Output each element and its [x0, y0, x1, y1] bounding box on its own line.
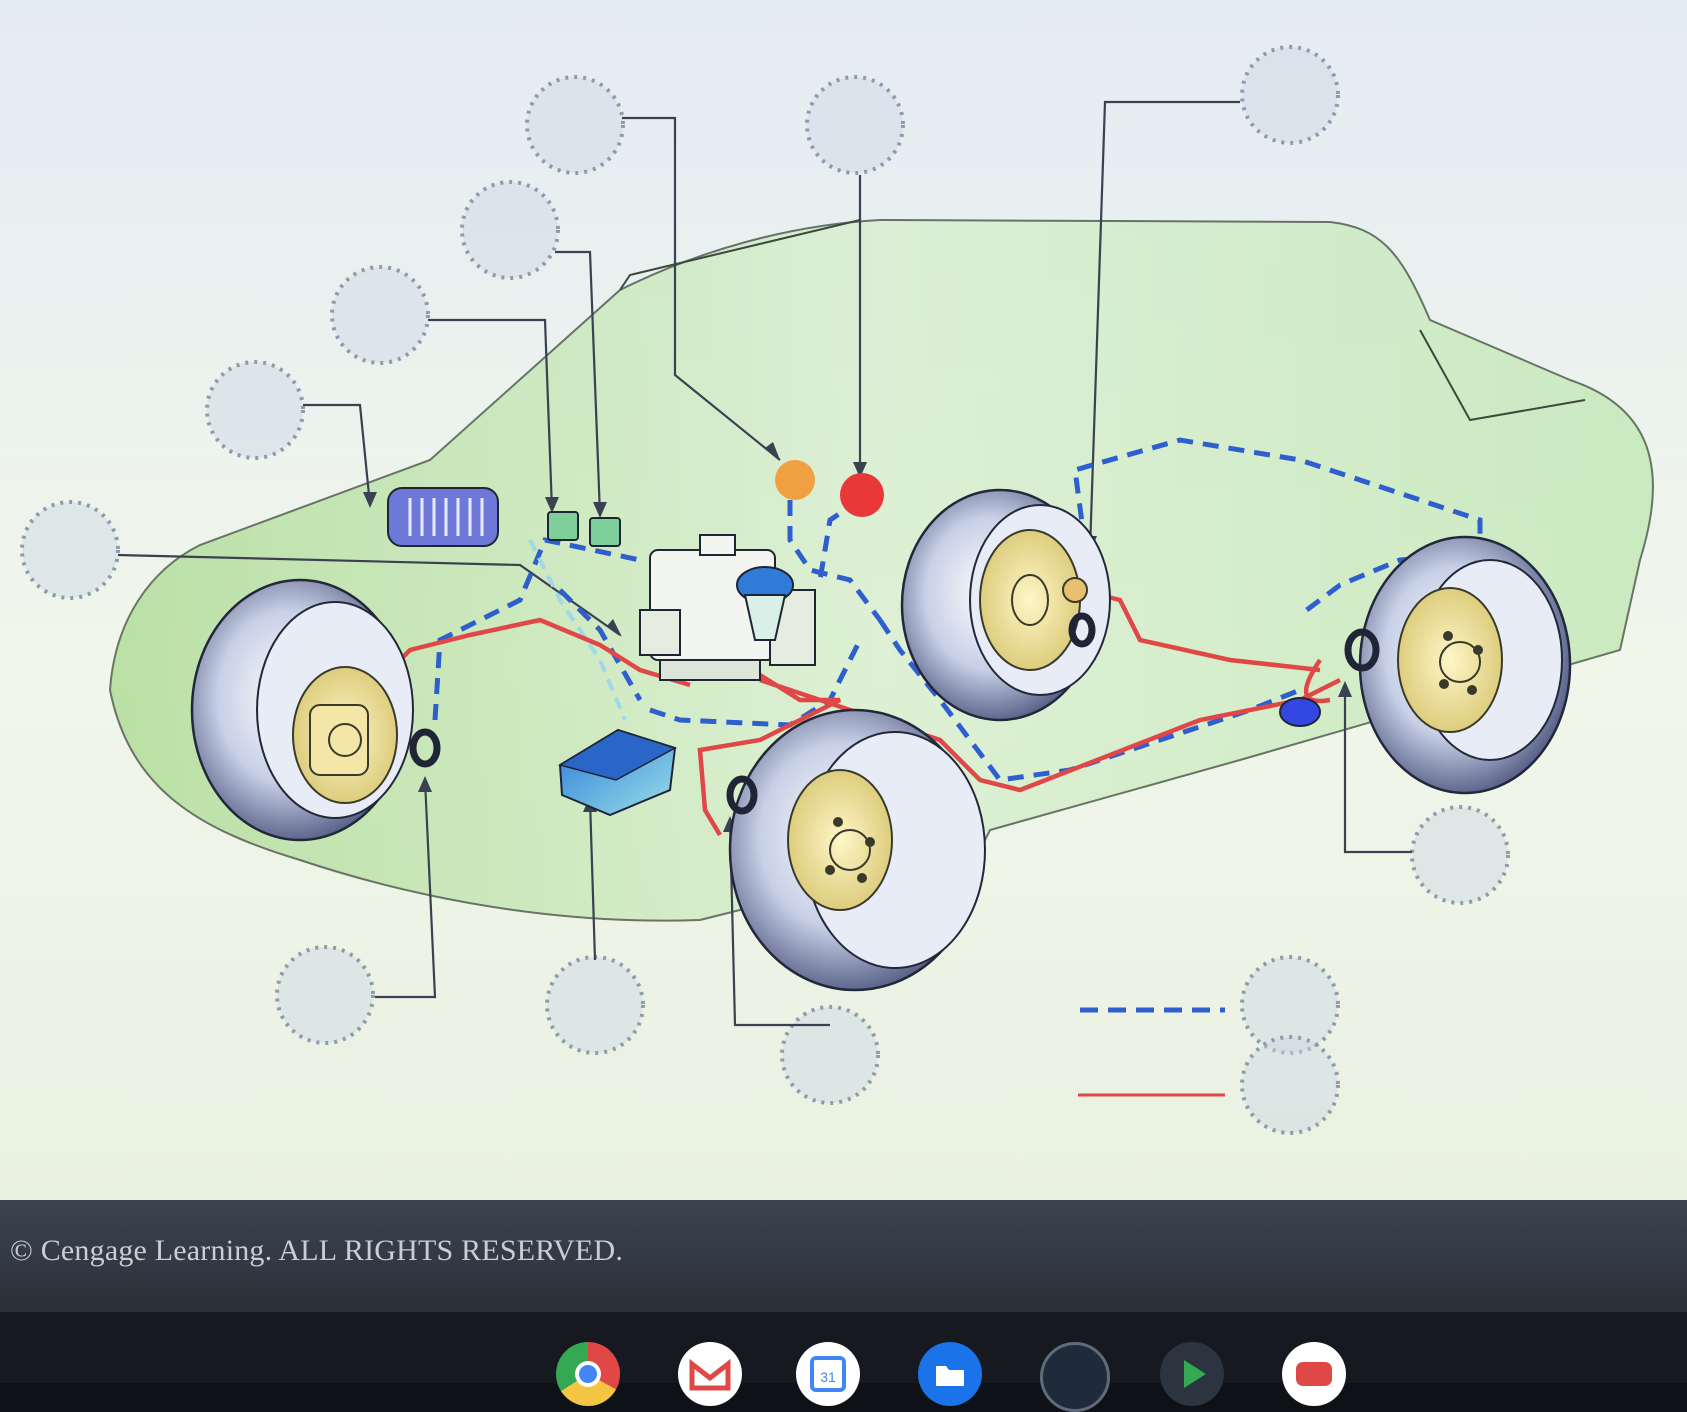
rear-right-wheel	[1358, 535, 1572, 795]
control-module	[558, 728, 677, 817]
rear-window-line	[1419, 329, 1586, 422]
front-left-wheel	[190, 578, 414, 842]
screen	[0, 0, 1687, 1200]
sensor-wiring-light	[528, 539, 627, 721]
leader-lines	[117, 100, 1412, 1027]
calendar-day: 31	[820, 1369, 836, 1385]
youtube-icon[interactable]	[1282, 1342, 1346, 1406]
copyright-bar: © Cengage Learning. ALL RIGHTS RESERVED.	[0, 1200, 1687, 1312]
label-circle-12[interactable]	[1240, 955, 1340, 1055]
junction-module	[1279, 697, 1321, 727]
label-circle-3[interactable]	[1240, 45, 1340, 145]
label-circle-2[interactable]	[805, 75, 905, 175]
chrome-icon[interactable]	[556, 1342, 620, 1406]
label-circle-10[interactable]	[780, 1005, 880, 1105]
label-circle-1[interactable]	[525, 75, 625, 175]
windshield-line	[619, 219, 861, 291]
amber-warning-lamp	[775, 460, 815, 500]
radiator-module	[387, 487, 499, 547]
label-circle-7[interactable]	[20, 500, 120, 600]
abs-brake-system-diagram	[20, 45, 1654, 1135]
label-circle-8[interactable]	[275, 945, 375, 1045]
copyright-text: © Cengage Learning. ALL RIGHTS RESERVED.	[10, 1234, 624, 1267]
label-circle-11[interactable]	[1410, 805, 1510, 905]
files-icon[interactable]	[918, 1342, 982, 1406]
car-body	[108, 218, 1654, 922]
sensor-wiring	[432, 437, 1483, 783]
label-circle-4[interactable]	[460, 180, 560, 280]
wheel-speed-sensors	[409, 612, 1380, 815]
label-circle-13[interactable]	[1240, 1035, 1340, 1135]
label-circle-6[interactable]	[205, 360, 305, 460]
calendar-icon[interactable]: 31	[796, 1342, 860, 1406]
play-store-icon[interactable]	[1160, 1342, 1224, 1406]
label-circle-9[interactable]	[545, 955, 645, 1055]
label-circles	[20, 45, 1510, 1135]
label-circle-5[interactable]	[330, 265, 430, 365]
front-right-wheel	[728, 708, 986, 992]
hydraulic-modulator	[639, 534, 816, 681]
red-warning-lamp	[840, 473, 884, 517]
shelf: 31	[0, 1312, 1687, 1412]
app-icon[interactable]	[1040, 1342, 1110, 1412]
relays	[547, 511, 621, 547]
rear-left-wheel	[900, 488, 1111, 722]
gmail-icon[interactable]	[678, 1342, 742, 1406]
